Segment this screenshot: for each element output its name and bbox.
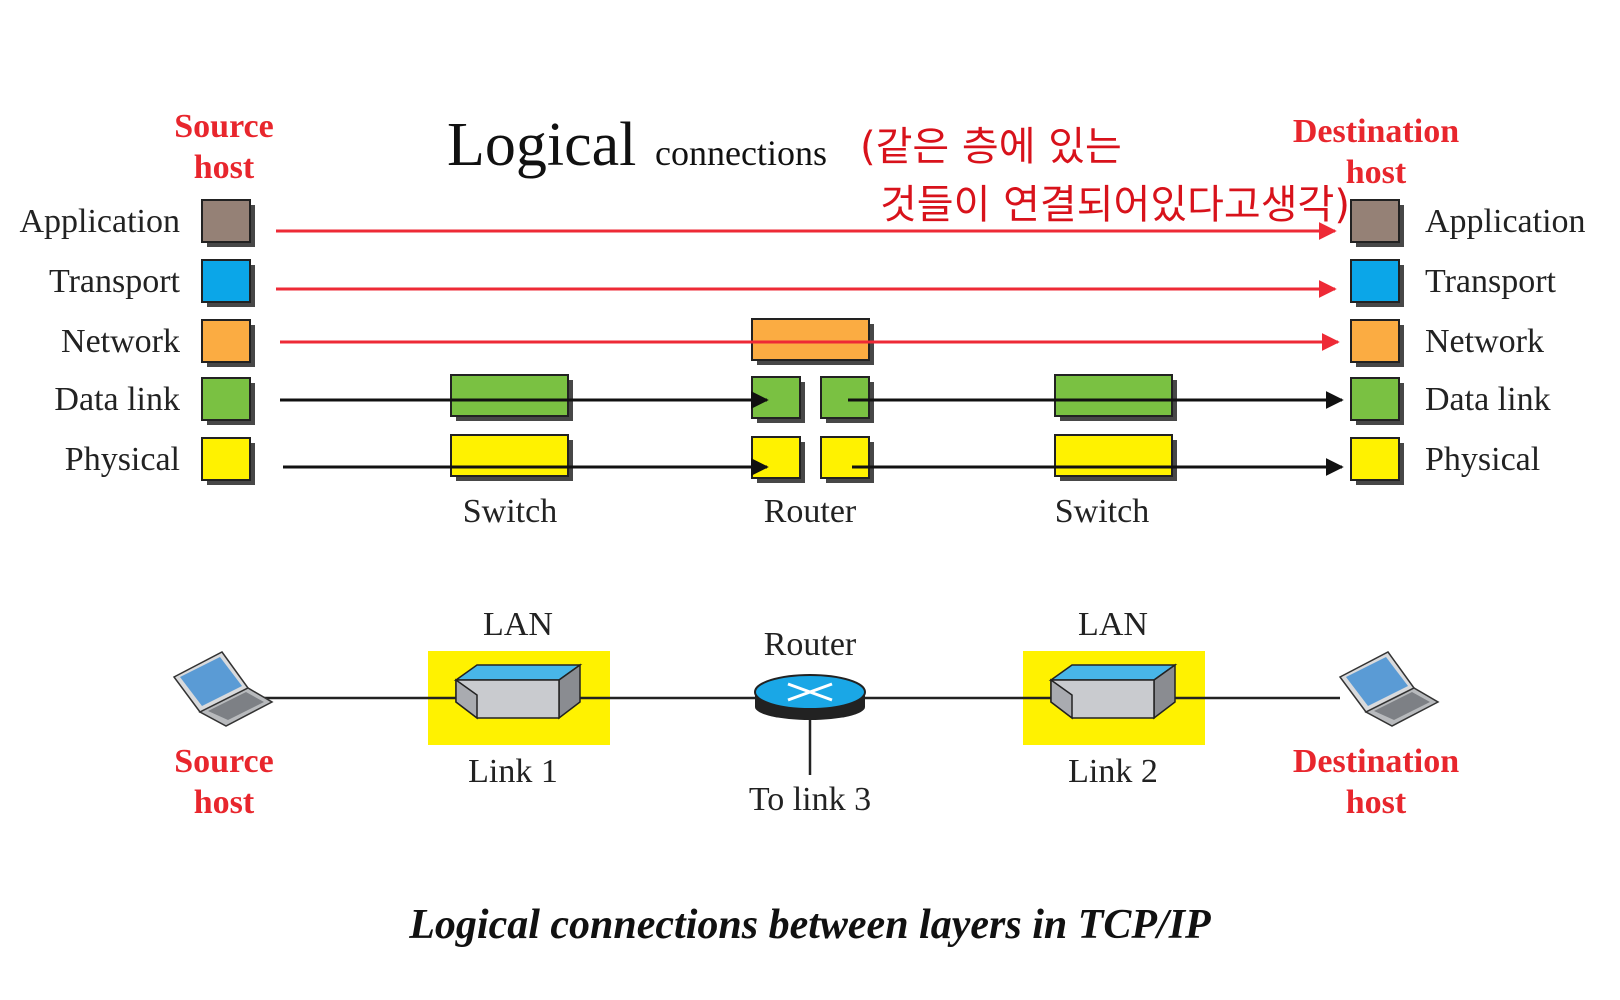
router-datalink-in-box — [751, 376, 801, 419]
source-laptop-icon — [172, 651, 274, 727]
destination-transport-layer-label: Transport — [1425, 263, 1557, 300]
destination-physical-layer-label: Physical — [1425, 441, 1540, 478]
source-network-layer-box — [201, 319, 251, 363]
source-data-link-layer-label: Data link — [54, 381, 180, 418]
destination-host-header-line1: Destination — [1293, 113, 1459, 150]
handwritten-note-line2: 것들이 연결되어있다고생각) — [880, 182, 1350, 228]
router-bottom-label: Router — [764, 626, 857, 663]
lan-left-label: LAN — [483, 606, 553, 643]
destination-data-link-layer-box — [1350, 377, 1400, 421]
title-logical: Logical — [447, 111, 636, 179]
switch-right-datalink-box — [1054, 374, 1173, 417]
source-host-bottom-line2: host — [194, 784, 255, 821]
destination-network-layer-box — [1350, 319, 1400, 363]
switch-left-physical-box — [450, 434, 569, 477]
router-network-box — [751, 318, 870, 361]
destination-application-layer-box — [1350, 199, 1400, 243]
switch-left-device — [450, 374, 573, 481]
link2-label: Link 2 — [1068, 753, 1158, 790]
router-datalink-out-box — [820, 376, 870, 419]
link1-label: Link 1 — [468, 753, 558, 790]
source-data-link-layer-box — [201, 377, 251, 421]
handwritten-note-line1: (같은 층에 있는 — [860, 124, 1122, 170]
router-physical-out-box — [820, 436, 870, 479]
source-transport-layer-box — [201, 259, 251, 303]
switch-right-label: Switch — [1055, 493, 1149, 530]
source-physical-layer-box — [201, 437, 251, 481]
lan-left-switch-icon — [453, 663, 583, 720]
destination-host-header-line2: host — [1346, 154, 1407, 191]
destination-host-bottom-line1: Destination — [1293, 743, 1459, 780]
source-host-bottom-line1: Source — [174, 743, 273, 780]
source-host-header-line2: host — [194, 149, 255, 186]
destination-host-bottom-line2: host — [1346, 784, 1407, 821]
router-physical-in-box — [751, 436, 801, 479]
switch-left-datalink-box — [450, 374, 569, 417]
switch-left-label: Switch — [463, 493, 557, 530]
destination-laptop-icon — [1338, 651, 1440, 727]
source-physical-layer-label: Physical — [65, 441, 180, 478]
destination-physical-layer-box — [1350, 437, 1400, 481]
router-icon — [754, 674, 866, 720]
router-top-label: Router — [764, 493, 857, 530]
source-application-layer-box — [201, 199, 251, 243]
switch-right-physical-box — [1054, 434, 1173, 477]
source-host-header-line1: Source — [174, 108, 273, 145]
lan-right-label: LAN — [1078, 606, 1148, 643]
switch-right-device — [1054, 374, 1177, 481]
destination-transport-layer-box — [1350, 259, 1400, 303]
destination-data-link-layer-label: Data link — [1425, 381, 1551, 418]
destination-network-layer-label: Network — [1425, 323, 1544, 360]
source-transport-layer-label: Transport — [49, 263, 181, 300]
title-connections: connections — [655, 133, 827, 173]
source-application-layer-label: Application — [19, 203, 180, 240]
figure-caption: Logical connections between layers in TC… — [408, 902, 1211, 948]
source-network-layer-label: Network — [61, 323, 180, 360]
lan-right-switch-icon — [1048, 663, 1178, 720]
link3-label: To link 3 — [749, 781, 871, 818]
destination-application-layer-label: Application — [1425, 203, 1586, 240]
